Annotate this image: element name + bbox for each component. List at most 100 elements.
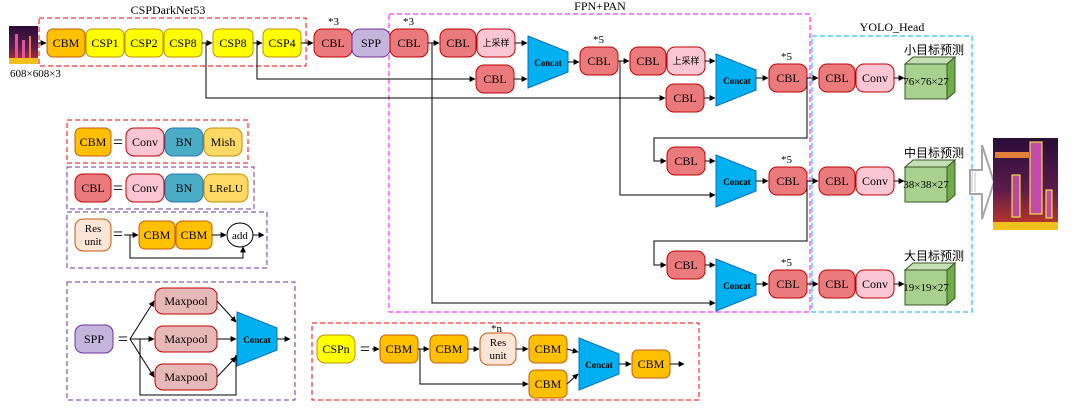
legend-res-box — [74, 218, 112, 252]
csp8-label-2: CSP8 — [219, 36, 246, 50]
legend-lrelu-label: LReLU — [209, 183, 243, 195]
legend-cbm-bn-label: BN — [176, 135, 193, 149]
cbl-x3-mult-1: *3 — [328, 16, 340, 28]
legend-cbm-label: CBM — [80, 135, 107, 149]
concat-trapezoid-3 — [715, 154, 757, 208]
head-cbl-label-medium: CBL — [825, 174, 848, 188]
backbone-title: CSPDarkNet53 — [131, 3, 206, 17]
legend-spp-region — [66, 281, 296, 401]
legend-mish-label: Mish — [211, 135, 236, 149]
output-title-medium: 中目标预测 — [904, 145, 964, 160]
csp1-label: CSP1 — [91, 36, 118, 50]
legend-res-cbm-label-2: CBM — [181, 228, 208, 242]
cbl-label-csp8-branch-2: CBL — [673, 91, 696, 105]
legend-res-label-2: unit — [84, 236, 101, 248]
cbl-label-medium-branch: CBL — [674, 154, 697, 168]
output-image — [993, 138, 1058, 230]
csp2-label: CSP2 — [130, 36, 157, 50]
legend-cspn-cbm-label-1: CBM — [386, 342, 413, 356]
spp-label: SPP — [361, 36, 381, 50]
cbl-x3-mult-2: *3 — [403, 16, 415, 28]
cbl-label-x5-4: CBL — [776, 277, 799, 291]
cbl-label-x5-1: CBL — [587, 54, 610, 68]
concat-trapezoid-1 — [527, 35, 569, 89]
concat-label-1: Concat — [534, 58, 562, 68]
input-image — [9, 26, 38, 64]
backbone-region — [38, 17, 307, 67]
csp8-label-1: CSP8 — [169, 36, 196, 50]
legend-cspn-equals: = — [360, 339, 370, 359]
legend-cspn-xn-mult: *n — [491, 323, 503, 335]
legend-cbl-label: CBL — [81, 181, 104, 195]
legend-cspn-concat — [578, 337, 620, 391]
csp1-box — [85, 28, 125, 58]
concat-label-3: Concat — [723, 177, 751, 187]
output-shape-small: 76×76×27 — [903, 76, 949, 88]
neck-title: FPN+PAN — [574, 0, 626, 13]
backbone-cbm-label: CBM — [53, 36, 80, 50]
legend-cbm-equals: = — [113, 132, 123, 152]
concat-trapezoid-4 — [715, 258, 757, 312]
head-cbl-box-large — [818, 269, 856, 299]
legend-cspn-region — [311, 322, 700, 401]
cbl-label-upsample-2: CBL — [636, 54, 659, 68]
legend-cspn-cbm-label-4: CBM — [535, 377, 562, 391]
legend-spp-concat — [236, 311, 278, 367]
cbl-label-csp8-branch: CBL — [483, 72, 506, 86]
cbl-x5-mult-4: *5 — [781, 257, 793, 269]
csp2-box — [124, 28, 164, 58]
output-title-large: 大目标预测 — [904, 249, 964, 263]
legend-cspn-cbm-label-5: CBM — [638, 357, 665, 371]
cbl-box-upsample-2 — [629, 46, 667, 76]
upsample-label-2: 上采样 — [672, 55, 699, 67]
concat-label-4: Concat — [723, 281, 751, 291]
legend-cspn-res-label-2: unit — [489, 350, 506, 362]
legend-cbl-conv-box — [125, 173, 165, 203]
head-cbl-label-small: CBL — [825, 71, 848, 85]
neck-region — [388, 13, 811, 313]
concat-trapezoid-2 — [715, 53, 757, 107]
output-shape-medium: 38×38×27 — [903, 179, 949, 191]
output-cube-medium — [903, 158, 957, 204]
head-conv-label-small: Conv — [862, 71, 888, 85]
cbl-label-large-branch: CBL — [674, 258, 697, 272]
legend-cbm-region — [66, 119, 249, 164]
cbl-x5-mult-1: *5 — [593, 34, 605, 46]
legend-res-region — [66, 211, 268, 269]
head-cbl-box-medium — [818, 166, 856, 196]
legend-res-cbm-box-1 — [138, 220, 176, 250]
cbl-box-top-branch — [439, 28, 477, 58]
legend-cbl-conv-label: Conv — [132, 181, 158, 195]
output-shape-large: 19×19×27 — [903, 282, 949, 294]
legend-cbl-region — [66, 166, 255, 210]
csp4-label: CSP4 — [268, 36, 295, 50]
upsample-label-1: 上采样 — [482, 37, 509, 49]
cbl-label-x5-2: CBL — [776, 71, 799, 85]
output-title-small: 小目标预测 — [904, 43, 964, 57]
legend-lrelu-box — [203, 173, 249, 203]
legend-cbl-box — [74, 173, 112, 203]
legend-cbm-bn-box — [164, 127, 204, 157]
legend-res-label-1: Res — [85, 223, 102, 235]
input-size-label: 608×608×3 — [10, 68, 61, 80]
legend-cspn-box — [316, 334, 356, 364]
legend-cbl-bn-box — [164, 173, 204, 203]
legend-cbm-conv-box — [125, 127, 165, 157]
legend-cbm-conv-label: Conv — [132, 135, 158, 149]
legend-spp-box — [74, 324, 114, 354]
concat-label-2: Concat — [723, 76, 751, 86]
result-arrow — [969, 144, 996, 220]
legend-spp-concat-label: Concat — [243, 335, 271, 345]
legend-cspn-cbm-label-2: CBM — [436, 342, 463, 356]
head-cbl-label-large: CBL — [825, 277, 848, 291]
head-conv-label-large: Conv — [862, 277, 888, 291]
legend-add-label: add — [232, 230, 248, 242]
legend-spp-equals: = — [118, 329, 128, 349]
head-title: YOLO_Head — [860, 20, 925, 34]
legend-cspn-label: CSPn — [322, 342, 349, 356]
backbone-cbm-box — [46, 28, 86, 58]
output-cube-large — [903, 261, 957, 307]
legend-cspn-res-label-1: Res — [490, 337, 507, 349]
cbl-label-x5-3: CBL — [776, 174, 799, 188]
